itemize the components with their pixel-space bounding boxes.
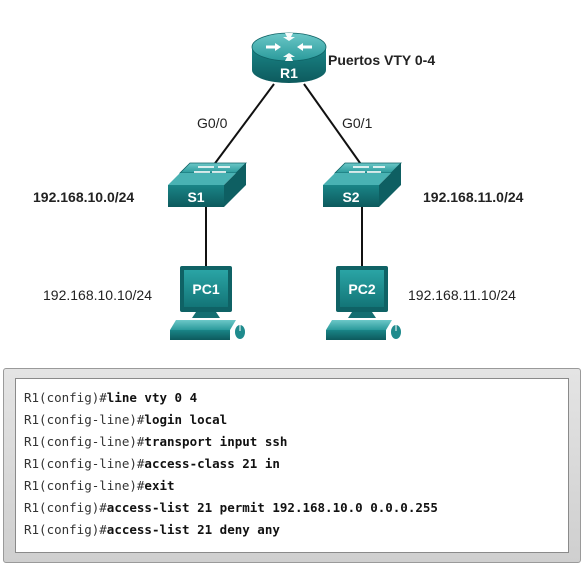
cli-terminal: R1(config)#line vty 0 4 R1(config-line)#…	[15, 378, 569, 553]
links	[205, 83, 366, 268]
pc-pc1[interactable]: PC1	[170, 266, 245, 340]
cli-command: exit	[144, 478, 175, 493]
cli-command: access-list 21 deny any	[106, 522, 280, 537]
interface-label-g0-0: G0/0	[197, 115, 228, 131]
router-vty-note: Puertos VTY 0-4	[328, 52, 435, 68]
switch-arrows-icon	[349, 166, 385, 173]
cli-command: login local	[144, 412, 228, 427]
cli-prompt: R1(config)#	[24, 390, 107, 405]
network-topology-diagram: R1 Puertos VTY 0-4 G0/0 G0/1 S1 192.168.…	[33, 32, 524, 340]
cli-command: transport input ssh	[144, 434, 288, 449]
cli-prompt: R1(config-line)#	[24, 434, 145, 449]
link-r1-s2	[303, 83, 366, 171]
pc2-name-label: PC2	[348, 281, 375, 297]
network-s1-label: 192.168.10.0/24	[33, 189, 134, 205]
cli-line: R1(config)#line vty 0 4	[24, 387, 568, 409]
switch-s2[interactable]: S2	[323, 162, 402, 207]
cli-line: R1(config-line)#exit	[24, 475, 568, 497]
pc1-ip-label: 192.168.10.10/24	[43, 287, 152, 303]
cli-line: R1(config-line)#transport input ssh	[24, 431, 568, 453]
cli-command: access-class 21 in	[144, 456, 280, 471]
cli-prompt: R1(config)#	[24, 500, 107, 515]
link-r1-s1	[209, 83, 275, 171]
cli-command: access-list 21 permit 192.168.10.0 0.0.0…	[106, 500, 438, 515]
mouse-icon	[235, 325, 245, 339]
cli-command: line vty 0 4	[106, 390, 198, 405]
cli-panel: R1(config)#line vty 0 4 R1(config-line)#…	[3, 368, 581, 563]
cli-prompt: R1(config)#	[24, 522, 107, 537]
cli-prompt: R1(config-line)#	[24, 456, 145, 471]
switch-s1-name-label: S1	[187, 189, 204, 205]
interface-label-g0-1: G0/1	[342, 115, 373, 131]
pc-pc2[interactable]: PC2	[326, 266, 401, 340]
cli-prompt: R1(config-line)#	[24, 478, 145, 493]
cli-line: R1(config-line)#login local	[24, 409, 568, 431]
cli-prompt: R1(config-line)#	[24, 412, 145, 427]
router-r1[interactable]: R1	[251, 32, 327, 83]
switch-s1[interactable]: S1	[168, 162, 247, 207]
pc2-ip-label: 192.168.11.10/24	[408, 287, 516, 303]
cli-line: R1(config)#access-list 21 permit 192.168…	[24, 497, 568, 519]
router-arrows-icon	[266, 33, 312, 61]
switch-s2-name-label: S2	[342, 189, 359, 205]
cli-line: R1(config-line)#access-class 21 in	[24, 453, 568, 475]
cli-line: R1(config)#access-list 21 deny any	[24, 519, 568, 541]
mouse-icon	[391, 325, 401, 339]
router-name-label: R1	[280, 65, 298, 81]
switch-arrows-icon	[194, 166, 230, 173]
pc1-name-label: PC1	[192, 281, 219, 297]
network-s2-label: 192.168.11.0/24	[423, 189, 524, 205]
